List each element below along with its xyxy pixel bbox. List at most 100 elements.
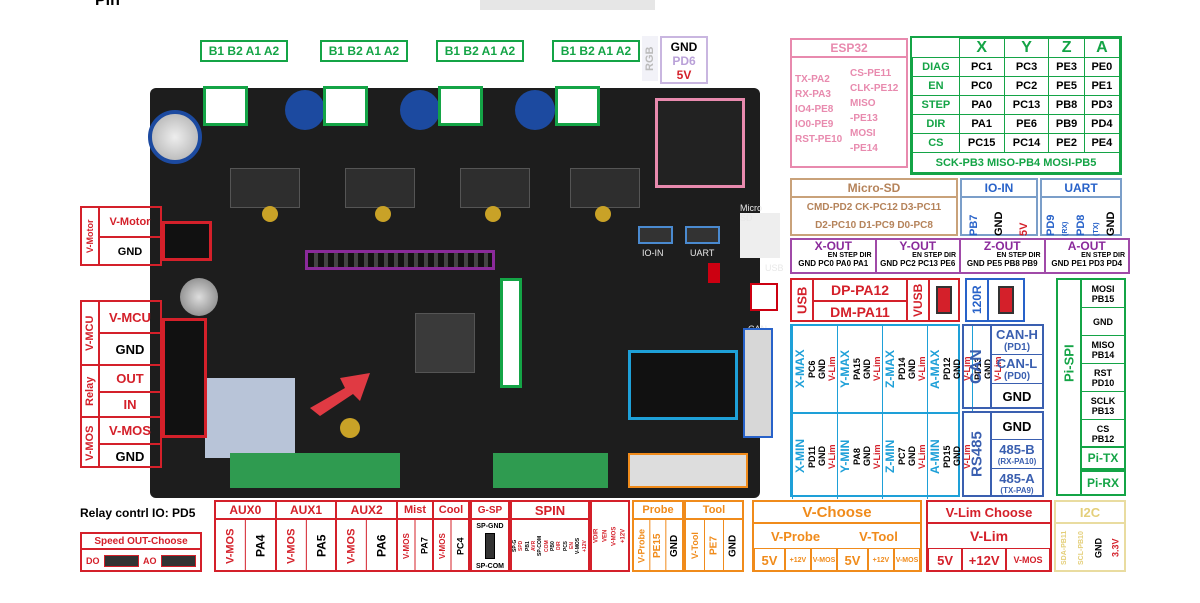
limit-vlim: V-Lim: [827, 356, 837, 382]
limit-vlim: V-Lim: [827, 444, 837, 469]
rs485-a-label: 485-A: [999, 471, 1035, 486]
r120-box: 120R: [965, 278, 1025, 322]
pi-rx: Pi-RX: [1080, 470, 1126, 496]
cool-title: Cool: [434, 502, 468, 520]
ioin-pin: GND: [992, 211, 1005, 236]
driver-cell: PE1: [1083, 76, 1121, 96]
limit-pin: PD12: [942, 357, 952, 381]
i2c-pin: SDA-PB11: [1061, 530, 1068, 566]
motor-a-connector: [555, 86, 600, 126]
motor-z-pins: B1 B2 A1 A2: [436, 40, 524, 62]
pi-pin-name: SCLK: [1090, 395, 1116, 406]
gsp-top: SP-GND: [476, 522, 504, 530]
usb-port: [750, 283, 778, 311]
relay-block: [205, 378, 295, 458]
driver-cell: PC0: [958, 76, 1005, 96]
limit-vlim: V-Lim: [917, 356, 927, 382]
limit-pin: PD15: [942, 445, 952, 468]
pi-label: Pi-SPI: [1061, 344, 1077, 382]
probe-terminals: [628, 453, 748, 488]
r120-jumper[interactable]: [998, 286, 1014, 314]
x-out-block: X-OUT EN STEP DIR GND PC0 PA0 PA1: [790, 238, 877, 274]
speed-ao-jumper[interactable]: [160, 555, 196, 567]
usb-dp: DP-PA12: [814, 280, 906, 302]
driver-row-label: EN: [912, 76, 960, 96]
vdir-pin: VEN: [602, 529, 609, 543]
driver-cell: PE0: [1083, 57, 1121, 77]
limit-gnd: GND: [817, 446, 827, 467]
vusb-jumper[interactable]: [936, 286, 952, 314]
aux-title: AUX2: [337, 502, 397, 520]
out-top: EN STEP DIR: [912, 252, 956, 259]
esp32-pin: RST-PE10: [795, 134, 843, 145]
mount-hole: [375, 206, 391, 222]
ioin-pin: PB7: [968, 214, 981, 236]
can-terminal: [743, 328, 773, 438]
esp32-title: ESP32: [792, 40, 906, 58]
vchoose-opt: 5V: [754, 548, 785, 572]
vdir-pin: V-MOS: [611, 526, 618, 546]
gsp-box: G-SP SP-GND SP-COM: [470, 500, 510, 572]
tool-pin: PE7: [705, 520, 724, 572]
pi-pin-name: CS: [1096, 423, 1110, 434]
limit-name: X-MIN: [793, 439, 807, 474]
rgb-pins: GND PD6 5V: [660, 36, 708, 84]
vmos-pin: V-MOS: [100, 418, 160, 445]
motor-a-pins: B1 B2 A1 A2: [552, 40, 640, 62]
rs485-a-pin: (TX-PA9): [1000, 486, 1034, 495]
microsd-title: Micro-SD: [792, 180, 956, 198]
driver-cell: PD4: [1083, 114, 1121, 134]
speed-title: Speed OUT-Choose: [82, 534, 200, 550]
rgb-pin: PD6: [672, 54, 696, 68]
pi-pin-name: GND: [1093, 316, 1113, 327]
spin-pin: SPD: [518, 540, 525, 552]
driver-col-header: X: [958, 38, 1005, 58]
ioin-pin: 5V: [1017, 222, 1030, 236]
spin-pin: DIR: [556, 541, 563, 551]
gsp-jumper[interactable]: [485, 533, 495, 559]
limit-vlim: V-Lim: [917, 444, 927, 469]
can-h-pin: (PD1): [1003, 342, 1031, 353]
vchoose-opt: 5V: [837, 548, 868, 572]
vmos-label: V-MOS: [82, 418, 100, 468]
vdir-pin: VDIR: [593, 528, 600, 544]
esp32-pin: IO0-PE9: [795, 119, 834, 130]
motor-x-pins: B1 B2 A1 A2: [200, 40, 288, 62]
i2c-pin: 3.3V: [1110, 538, 1121, 558]
i2c-pin: SCL-PB10: [1078, 531, 1085, 565]
mount-hole: [262, 206, 278, 222]
microsd-silk: Micro SD: [740, 203, 762, 223]
limit-name: X-MAX: [793, 349, 807, 389]
limit-name: Z-MAX: [883, 350, 897, 388]
limit-gnd: GND: [862, 359, 872, 379]
vmcu-terminal: [162, 318, 207, 438]
driver-cell: PB9: [1048, 114, 1085, 134]
capacitor: [285, 90, 325, 130]
limit-vlim: V-Lim: [872, 444, 882, 469]
uart-pin: GND: [1105, 211, 1118, 236]
spin-pin: +12V: [581, 540, 588, 552]
speed-do-jumper[interactable]: [103, 555, 139, 567]
rgb-pin: 5V: [676, 68, 692, 82]
microsd-box: Micro-SD CMD-PD2 CK-PC12 D3-PC11 D2-PC10…: [790, 178, 958, 236]
driver-row-label: STEP: [912, 95, 960, 115]
relay-pin: IN: [123, 397, 137, 412]
rgb-label: RGB: [642, 36, 658, 81]
usb-label: USB: [792, 280, 814, 320]
vchoose-opt: V-MOS: [810, 548, 837, 572]
capacitor: [180, 278, 218, 316]
driver-chip: [570, 168, 640, 208]
can-label: CAN: [964, 326, 992, 407]
esp32-pin: MISO: [850, 98, 876, 109]
limit-gnd: GND: [862, 446, 872, 467]
driver-cell: PC1: [958, 57, 1005, 77]
esp32-module: [655, 98, 745, 188]
uart-box: UART PD9 (RX) PD8 (TX) GND: [1040, 178, 1122, 236]
